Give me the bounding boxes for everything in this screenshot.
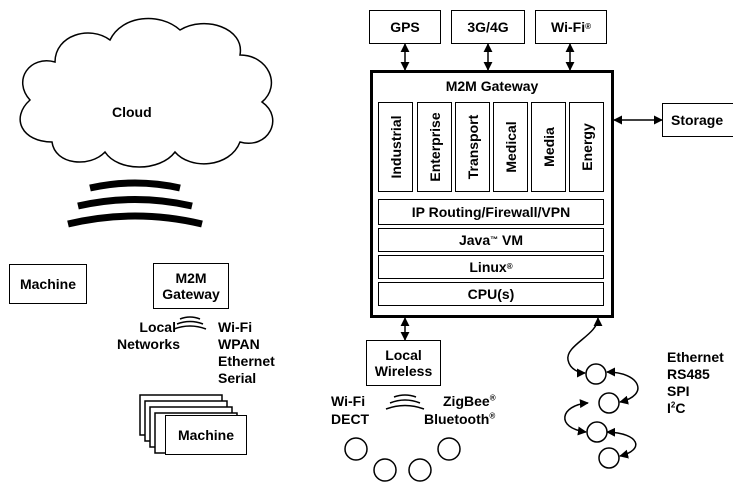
zigbee-registered-mark: ® (489, 393, 496, 403)
vertical-label: Enterprise (426, 112, 443, 182)
wireless-zigbee-label: ZigBee® (443, 393, 496, 410)
wifi-label: Wi-Fi (551, 19, 586, 35)
linux-layer: Linux® (378, 255, 604, 279)
m2m-gateway-small-line1: M2M (175, 270, 207, 286)
storage-label: Storage (671, 112, 724, 128)
protocol-item: WPAN (218, 336, 260, 352)
wired-bus-chain (564, 317, 639, 459)
protocol-item: Wi-Fi (218, 319, 253, 335)
i2c-prefix: I (667, 400, 671, 416)
zigbee-text: ZigBee (443, 393, 490, 409)
gps-label: GPS (390, 19, 420, 35)
gps-box: GPS (369, 10, 441, 44)
local-wireless-line2: Wireless (374, 363, 433, 379)
top-connectors (400, 43, 663, 341)
wired-protocols-list: Ethernet RS485 SPI I2C (667, 349, 724, 417)
m2m-gateway-title: M2M Gateway (445, 78, 539, 94)
machine-stack-front: Machine (165, 415, 247, 455)
cpu-layer: CPU(s) (378, 282, 604, 306)
protocol-item: Ethernet (218, 353, 275, 369)
i2c-suffix: C (675, 400, 686, 416)
cpu-label: CPU(s) (467, 286, 515, 302)
wireless-signal-icon (385, 394, 425, 410)
vertical-label: Energy (578, 123, 595, 171)
wireless-wifi-label: Wi-Fi (331, 393, 366, 409)
vertical-label: Medical (502, 121, 519, 173)
m2m-gateway-small-line2: Gateway (162, 286, 220, 302)
vertical-energy: Energy (569, 102, 604, 192)
cellular-label: 3G/4G (467, 19, 509, 35)
m2m-gateway-small-box: M2M Gateway (153, 263, 229, 309)
local-network-signal-icon (173, 316, 207, 330)
linux-label: Linux (469, 259, 507, 275)
cloud-shape (19, 17, 274, 168)
vertical-label: Transport (464, 114, 481, 180)
i2c-superscript: 2 (670, 400, 676, 410)
wifi-box: Wi-Fi® (535, 10, 607, 44)
cloud-signal-icon (67, 179, 203, 228)
wired-rs485: RS485 (667, 366, 710, 382)
wireless-bluetooth-label: Bluetooth® (424, 411, 495, 428)
java-vm-suffix: VM (498, 232, 524, 248)
wireless-dect-label: DECT (331, 411, 370, 427)
machine-label: Machine (19, 276, 76, 292)
ip-routing-label: IP Routing/Firewall/VPN (411, 204, 571, 220)
cellular-box: 3G/4G (451, 10, 525, 44)
wireless-devices (344, 437, 461, 482)
wired-devices (585, 363, 620, 469)
protocol-item: Serial (218, 370, 257, 386)
local-networks-label: Local Networks (117, 319, 180, 353)
local-networks-line2: Networks (116, 336, 180, 352)
cloud-label: Cloud (112, 104, 152, 120)
machine-stack-label: Machine (177, 427, 234, 443)
bluetooth-registered-mark: ® (489, 411, 496, 421)
local-networks-line1: Local (139, 319, 176, 335)
wired-ethernet: Ethernet (667, 349, 724, 365)
bluetooth-text: Bluetooth (424, 411, 490, 427)
vertical-label: Industrial (387, 115, 404, 179)
vertical-medical: Medical (493, 102, 528, 192)
vertical-industrial: Industrial (378, 102, 413, 192)
local-wireless-box: Local Wireless (366, 340, 441, 386)
java-label: Java (458, 232, 491, 248)
vertical-media: Media (531, 102, 566, 192)
machine-box: Machine (9, 264, 87, 304)
local-wireless-line1: Local (385, 347, 422, 363)
wired-i2c: I2C (667, 400, 724, 417)
local-protocols-list: Wi-Fi WPAN Ethernet Serial (218, 319, 275, 387)
wired-spi: SPI (667, 383, 690, 399)
ip-routing-layer: IP Routing/Firewall/VPN (378, 199, 604, 225)
storage-box: Storage (662, 103, 733, 137)
vertical-label: Media (540, 127, 557, 167)
vertical-transport: Transport (455, 102, 490, 192)
vertical-enterprise: Enterprise (417, 102, 452, 192)
